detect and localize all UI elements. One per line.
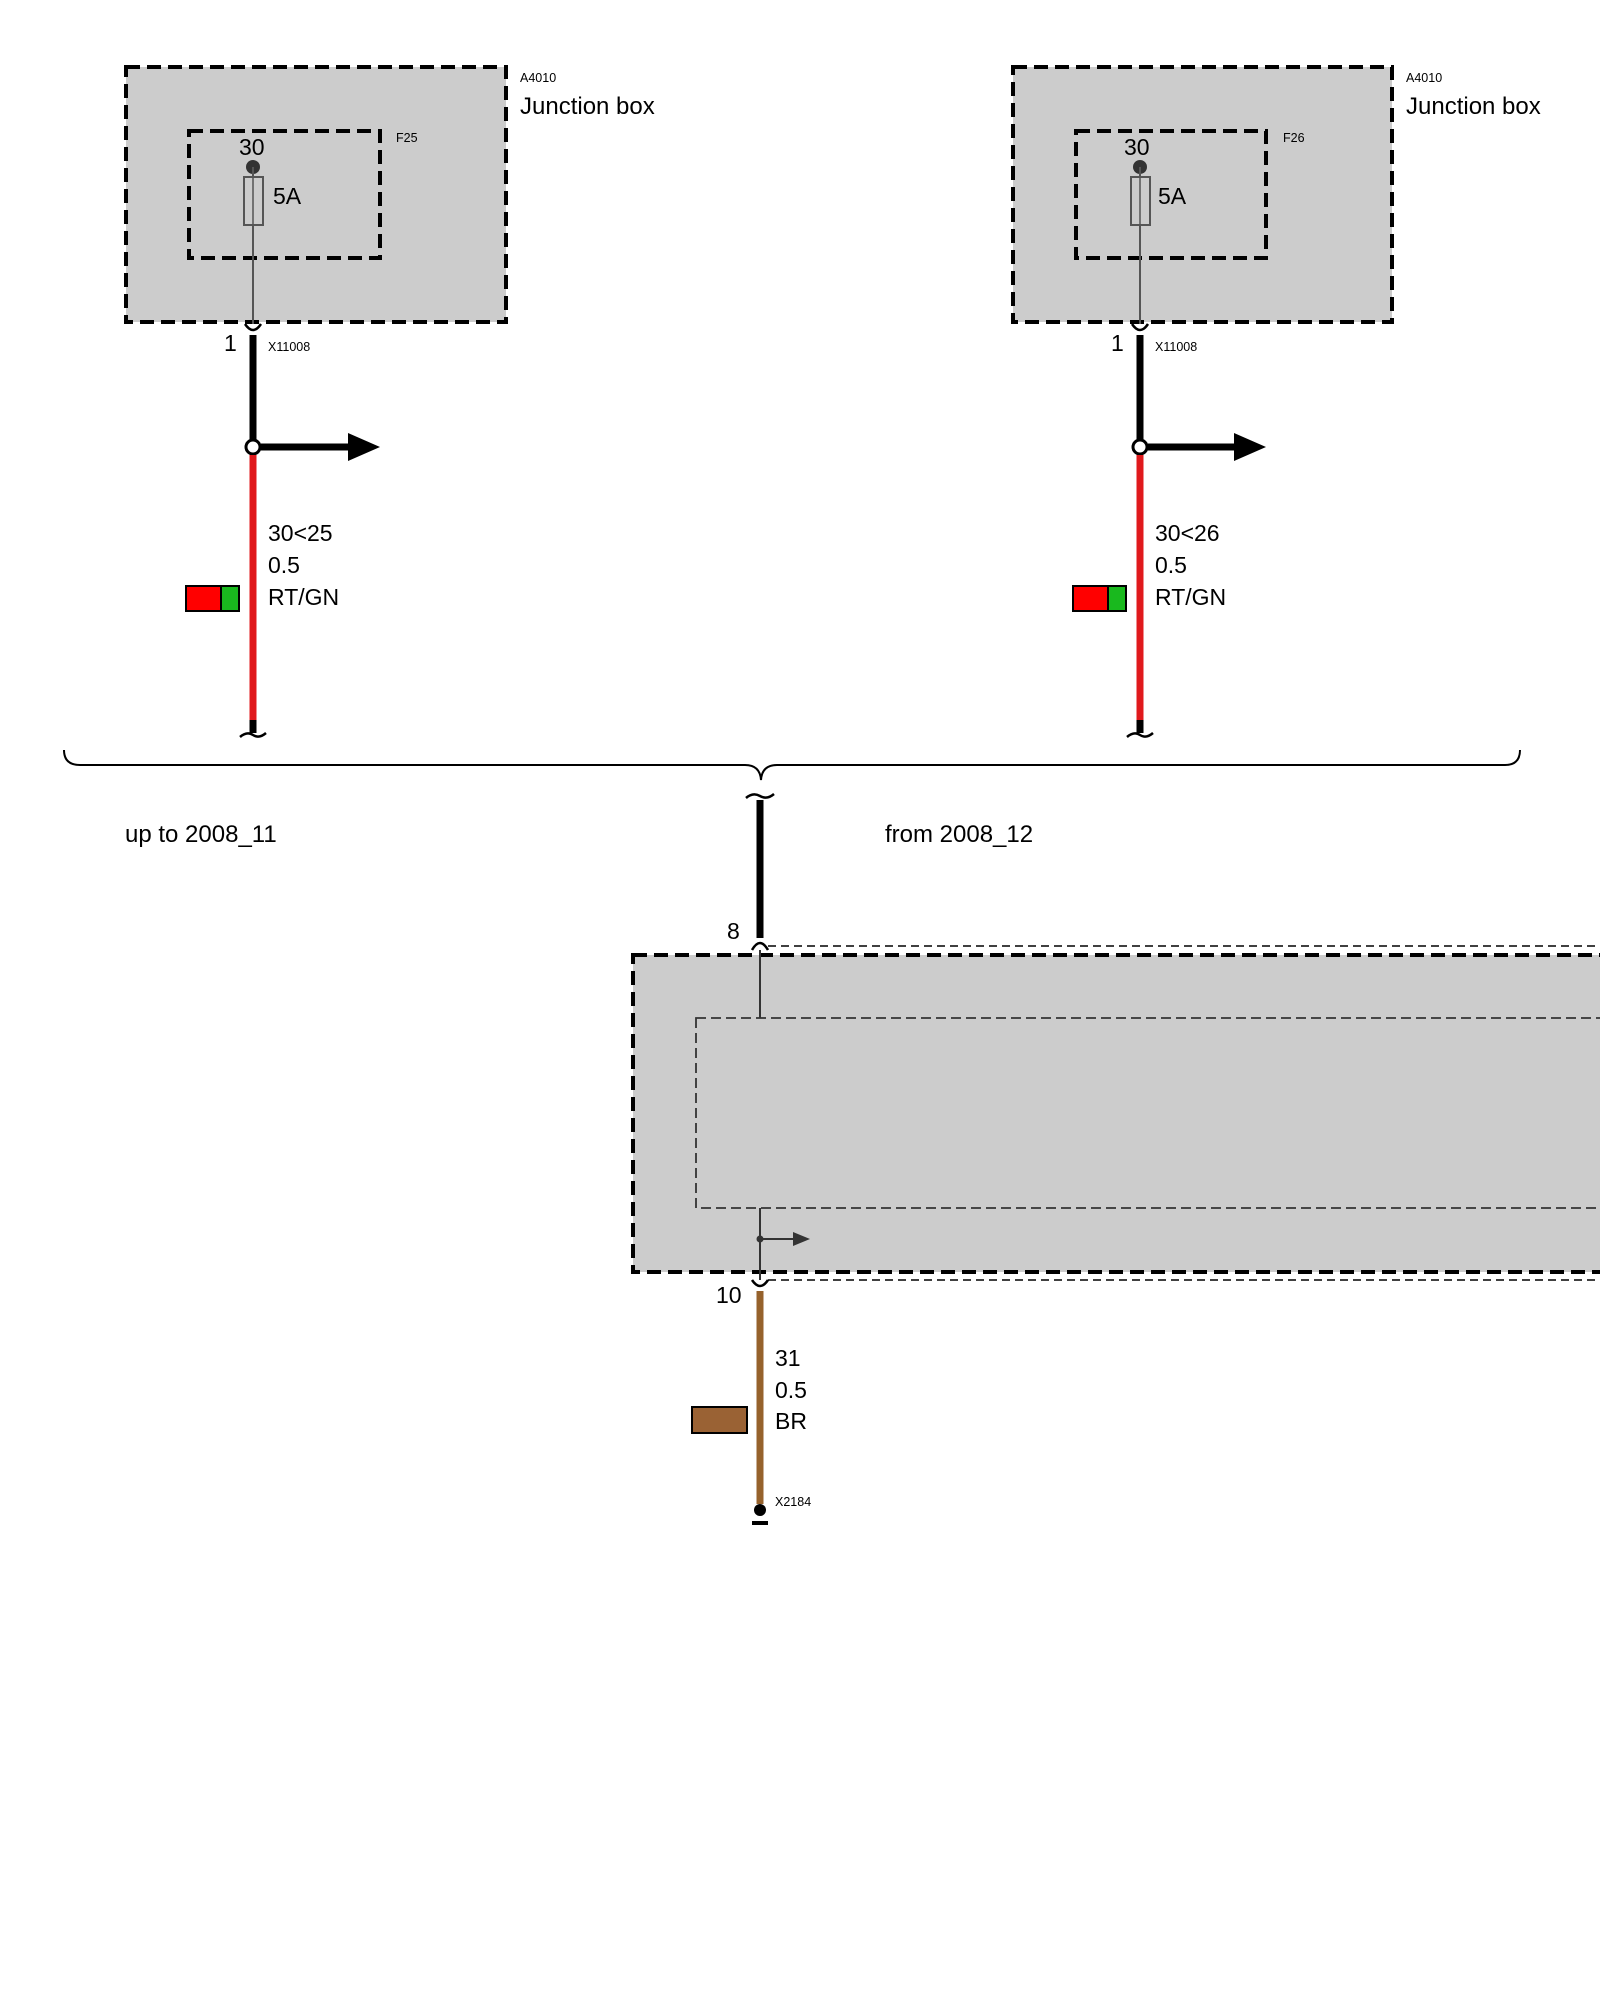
- junction-box-left-body: [124, 65, 508, 324]
- control-module-body: [631, 953, 1600, 1274]
- control-module-inner: [695, 1017, 1600, 1209]
- wire-break-lower: [745, 793, 775, 799]
- fuse-rating-right: 5A: [1158, 183, 1187, 209]
- branch-arrow-left: [348, 433, 380, 461]
- component-name-left: Junction box: [520, 93, 655, 120]
- wire-gauge-right: 0.5: [1155, 552, 1187, 578]
- fuse-terminal-left: 30: [239, 134, 265, 160]
- branch-arrow-right: [1234, 433, 1266, 461]
- variant-label-right: from 2008_12: [885, 821, 1033, 848]
- wire-gauge-lower: 0.5: [775, 1377, 807, 1403]
- control-module: [631, 945, 1600, 1281]
- lower-wire-in: 8: [727, 793, 775, 951]
- fuse-terminal-right: 30: [1124, 134, 1150, 160]
- wire-signal-right: 30<26: [1155, 520, 1220, 546]
- color-swatch-green-right: [1107, 585, 1127, 612]
- ground-connector-id: X2184: [775, 1495, 811, 1509]
- pin-label-out: 10: [716, 1282, 742, 1308]
- fuse-id-left: F25: [396, 131, 418, 145]
- wire-signal-left: 30<25: [268, 520, 333, 546]
- curly-brace: [63, 749, 1521, 781]
- splice-dot-right: [1131, 438, 1149, 456]
- internal-branch-arrow: [793, 1232, 810, 1246]
- component-id-left: A4010: [520, 71, 556, 85]
- pin-label-left: 1: [224, 330, 237, 356]
- fuse-holder-right: [1074, 129, 1268, 260]
- variant-brace: up to 2008_11 from 2008_12: [63, 749, 1521, 848]
- junction-box-right-body: [1011, 65, 1394, 324]
- connector-symbol-out: [750, 1279, 770, 1288]
- connector-id-right: X11008: [1155, 340, 1197, 354]
- component-name-right: Junction box: [1406, 93, 1541, 120]
- color-swatch-green-left: [220, 585, 240, 612]
- wire-color-code-right: RT/GN: [1155, 584, 1226, 610]
- pin-label-in: 8: [727, 918, 740, 944]
- wire-signal-lower: 31: [775, 1345, 801, 1371]
- pin-label-right: 1: [1111, 330, 1124, 356]
- color-swatch-red-right: [1072, 585, 1109, 612]
- color-swatch-brown: [691, 1406, 748, 1434]
- component-id-right: A4010: [1406, 71, 1442, 85]
- junction-box-right: A4010 Junction box F26 30 5A: [1011, 65, 1541, 324]
- wire-break-left: [239, 732, 267, 738]
- variant-label-left: up to 2008_11: [125, 821, 277, 848]
- ground-terminal-dot: [754, 1504, 766, 1516]
- fuse-id-right: F26: [1283, 131, 1305, 145]
- color-swatch-red-left: [185, 585, 222, 612]
- junction-box-left: A4010 Junction box F25 30 5A: [124, 65, 655, 324]
- wire-right: 1 X11008 30<26 0.5 RT/GN: [1072, 323, 1266, 738]
- wire-color-code-left: RT/GN: [268, 584, 339, 610]
- connector-id-left: X11008: [268, 340, 310, 354]
- connector-symbol-right: [1130, 323, 1150, 332]
- connector-symbol-left: [243, 323, 263, 332]
- fuse-holder-left: [187, 129, 382, 260]
- splice-dot-left: [244, 438, 262, 456]
- lower-wire-out: 10 31 0.5 BR X2184: [691, 1279, 811, 1525]
- wire-break-right: [1126, 732, 1154, 738]
- connector-symbol-in: [750, 941, 770, 951]
- wire-gauge-left: 0.5: [268, 552, 300, 578]
- fuse-rating-left: 5A: [273, 183, 302, 209]
- wire-left: 1 X11008 30<25 0.5 RT/GN: [185, 323, 380, 738]
- wire-color-code-lower: BR: [775, 1408, 807, 1434]
